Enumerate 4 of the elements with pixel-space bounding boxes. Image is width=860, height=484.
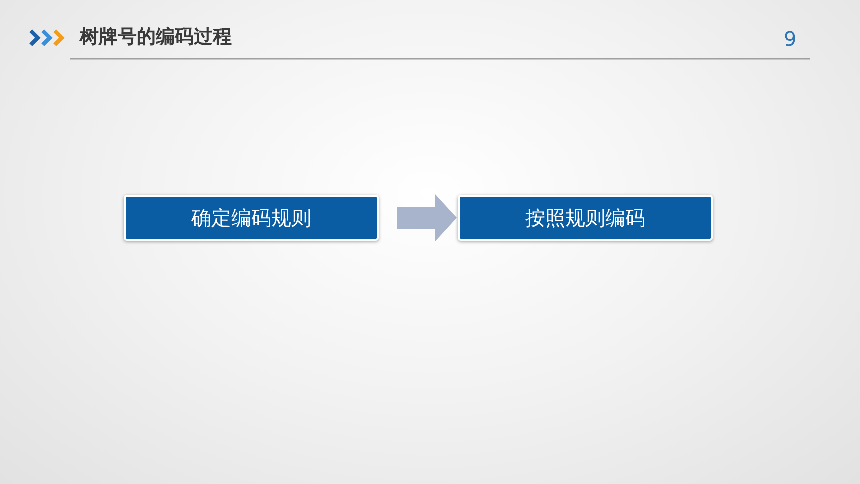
page-number: 9	[784, 27, 797, 51]
slide-title: 树牌号的编码过程	[80, 25, 232, 50]
process-box: 确定编码规则	[124, 195, 379, 241]
process-box: 按照规则编码	[458, 195, 713, 241]
